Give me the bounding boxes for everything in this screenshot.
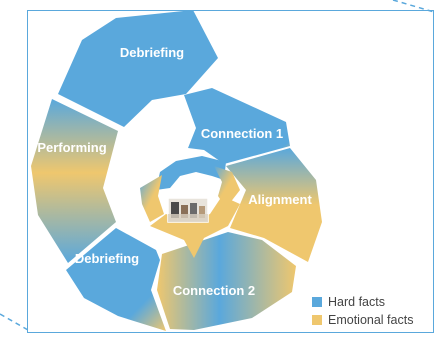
inner-spiral-arrow-bottom: [150, 196, 240, 258]
inner-spiral-arrow-right: [214, 166, 240, 208]
label-performing: Performing: [37, 140, 106, 155]
legend: Hard facts Emotional facts: [312, 293, 413, 329]
label-connection-2: Connection 2: [173, 283, 255, 298]
segment-alignment: [226, 148, 322, 262]
inner-spiral-arrow-left: [140, 175, 164, 222]
inner-spiral-arrow-top: [156, 156, 226, 190]
label-connection-1: Connection 1: [201, 126, 283, 141]
segment-debriefing-bottom: [66, 228, 166, 331]
segment-connection-2: [157, 232, 296, 330]
label-debriefing-top: Debriefing: [120, 45, 184, 60]
legend-swatch-yellow: [312, 315, 322, 325]
center-photo: [167, 197, 209, 223]
segment-connection-1: [184, 88, 290, 164]
label-debriefing-bottom: Debriefing: [75, 251, 139, 266]
segment-debriefing-top: [58, 10, 218, 127]
label-alignment: Alignment: [248, 192, 312, 207]
legend-label-hard-facts: Hard facts: [328, 295, 385, 309]
diagram-frame: [27, 10, 434, 333]
dashed-line-bottom: [0, 313, 29, 331]
legend-swatch-blue: [312, 297, 322, 307]
dashed-line-top: [392, 0, 435, 13]
legend-item-hard-facts: Hard facts: [312, 293, 413, 311]
segment-performing: [31, 99, 118, 263]
legend-item-emotional-facts: Emotional facts: [312, 311, 413, 329]
legend-label-emotional-facts: Emotional facts: [328, 313, 414, 327]
